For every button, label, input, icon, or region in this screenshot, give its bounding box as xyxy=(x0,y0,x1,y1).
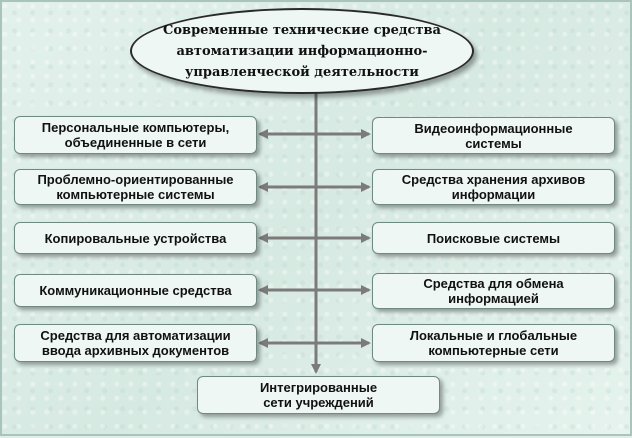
box-video-information-systems: Видеоинформационные системы xyxy=(372,117,615,154)
title-ellipse: Современные технические средства автомат… xyxy=(130,8,474,94)
box-copying-devices: Копировальные устройства xyxy=(14,222,257,254)
box-personal-computers: Персональные компьютеры, объединенные в … xyxy=(14,116,257,154)
box-archive-storage: Средства хранения архивов информации xyxy=(372,169,615,205)
box-integrated-networks: Интегрированные сети учреждений xyxy=(197,376,440,414)
box-information-exchange: Средства для обмена информацией xyxy=(372,273,615,309)
box-problem-oriented-systems: Проблемно-ориентированные компьютерные с… xyxy=(14,169,257,205)
box-local-global-networks: Локальные и глобальные компьютерные сети xyxy=(372,324,615,362)
box-communication-means: Коммуникационные средства xyxy=(14,274,257,307)
box-search-systems: Поисковые системы xyxy=(372,222,615,254)
box-archive-input-automation: Средства для автоматизации ввода архивны… xyxy=(14,324,257,362)
diagram-title: Современные технические средства автомат… xyxy=(163,22,441,80)
